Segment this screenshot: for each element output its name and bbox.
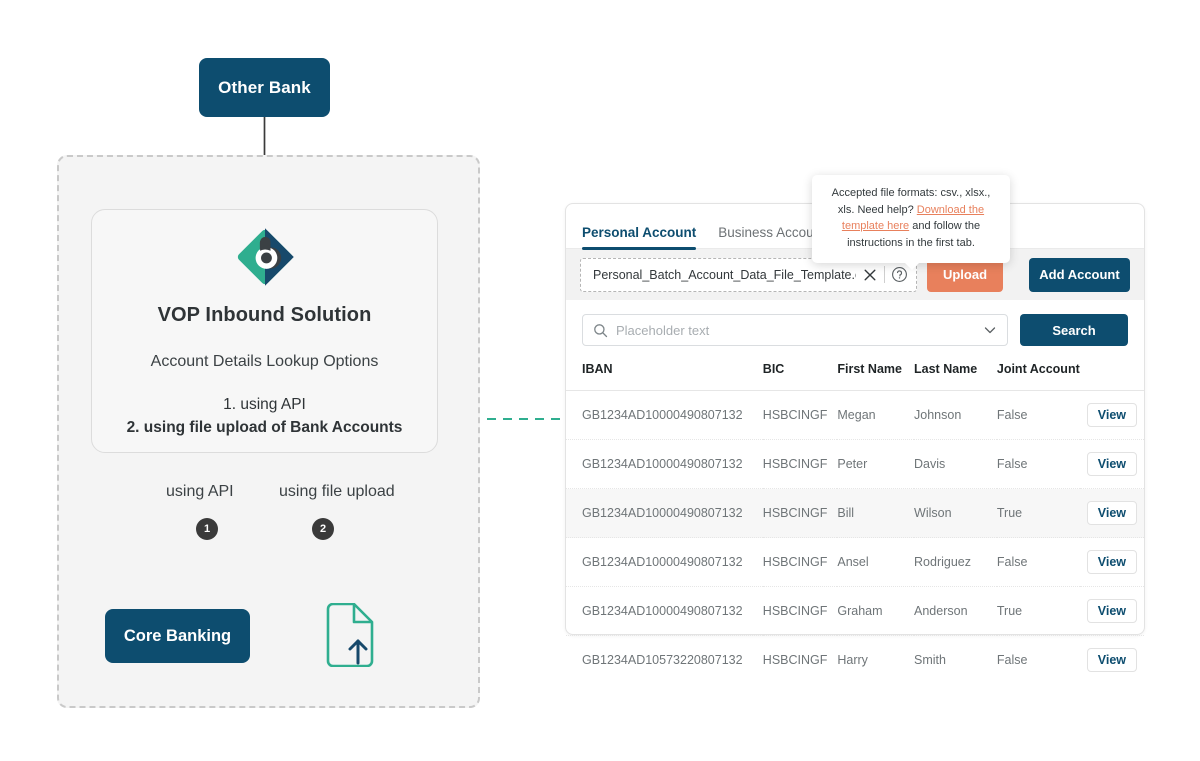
card-title: VOP Inbound Solution xyxy=(157,304,372,326)
vop-inbound-solution-card: VOP Inbound Solution Account Details Loo… xyxy=(91,209,438,453)
cell-last-name: Smith xyxy=(914,653,946,667)
node-core-banking[interactable]: Core Banking xyxy=(105,609,250,663)
node-other-bank-label: Other Bank xyxy=(218,77,311,97)
search-button[interactable]: Search xyxy=(1020,314,1128,346)
tooltip-line-1: Accepted file formats: csv., xlsx., xls. xyxy=(831,187,991,216)
cell-actions: View xyxy=(1079,586,1144,636)
table-row[interactable]: GB1234AD10573220807132 HSBCINGF Harry Smith… xyxy=(566,636,1144,685)
cell-bic: HSBCINGF xyxy=(762,653,828,667)
search-icon xyxy=(593,323,608,338)
cell-first-name: Harry xyxy=(837,653,868,667)
cell-first-name: Peter xyxy=(837,439,915,489)
table-header-row: IBAN BIC First Name Last Name Joint Acco… xyxy=(566,356,1144,391)
cell-last-name: Rodriguez xyxy=(914,537,997,587)
cell-iban: GB1234AD10573220807132 xyxy=(582,653,743,667)
cell-actions: View xyxy=(1079,439,1144,489)
cell-actions: View xyxy=(1079,537,1144,587)
account-type-tabs: Personal Account Business Account xyxy=(566,204,1144,250)
cell-bic: HSBCINGF xyxy=(762,537,838,587)
card-option-2: 2. using file upload of Bank Accounts xyxy=(126,419,403,436)
search-input[interactable]: Placeholder text xyxy=(616,322,710,338)
cell-first-name: Ansel xyxy=(837,537,915,587)
file-format-tooltip: Accepted file formats: csv., xlsx., xls.… xyxy=(812,175,1010,270)
upload-button[interactable]: Upload xyxy=(927,257,1003,292)
cell-joint-account: False xyxy=(996,439,1080,489)
view-button[interactable]: View xyxy=(1086,501,1137,525)
cell-iban: GB1234AD10000490807132 xyxy=(566,488,763,538)
accounts-panel: Personal Account Business Account Person… xyxy=(565,203,1145,672)
col-header-actions xyxy=(1079,356,1144,391)
view-button[interactable]: View xyxy=(1086,648,1137,672)
cell-bic: HSBCINGF xyxy=(762,390,838,440)
cell-last-name: Wilson xyxy=(914,488,997,538)
cell-first-name: Bill xyxy=(837,488,915,538)
cell-joint-account: False xyxy=(996,537,1080,587)
tab-personal-account[interactable]: Personal Account xyxy=(582,225,697,250)
file-upload-icon xyxy=(320,602,382,668)
chip-divider xyxy=(884,266,885,283)
cell-actions: View xyxy=(1079,390,1144,440)
cell-iban: GB1234AD10000490807132 xyxy=(566,586,763,636)
tooltip-line-2-prefix: Need help? xyxy=(857,203,917,216)
view-button[interactable]: View xyxy=(1086,550,1137,574)
cell-first-name: Graham xyxy=(837,586,915,636)
col-header-bic[interactable]: BIC xyxy=(762,356,838,391)
view-button[interactable]: View xyxy=(1086,452,1137,476)
add-account-button[interactable]: Add Account xyxy=(1029,257,1130,292)
cell-joint-account: True xyxy=(996,586,1080,636)
branch-label-using-file-upload: using file upload xyxy=(279,483,395,500)
accounts-table: IBAN BIC First Name Last Name Joint Acco… xyxy=(566,356,1144,684)
cell-bic: HSBCINGF xyxy=(762,439,838,489)
cell-actions: View xyxy=(1080,636,1144,685)
branch-label-using-api: using API xyxy=(166,483,234,500)
view-button[interactable]: View xyxy=(1086,403,1137,427)
cell-bic: HSBCINGF xyxy=(762,586,838,636)
tab-business-account[interactable]: Business Account xyxy=(718,225,825,240)
selected-file-chip[interactable]: Personal_Batch_Account_Data_File_Templat… xyxy=(580,257,917,292)
search-row: Placeholder text Search xyxy=(566,300,1144,356)
search-input-wrapper[interactable]: Placeholder text xyxy=(582,314,1008,346)
cell-last-name: Johnson xyxy=(914,390,997,440)
col-header-iban[interactable]: IBAN xyxy=(566,356,763,391)
cell-joint-account: False xyxy=(996,653,1028,667)
step-badge-2: 2 xyxy=(312,518,334,540)
help-circle-icon[interactable] xyxy=(891,266,908,283)
node-other-bank[interactable]: Other Bank xyxy=(199,58,330,117)
selected-file-name: Personal_Batch_Account_Data_File_Templat… xyxy=(593,267,856,282)
cell-joint-account: True xyxy=(996,488,1080,538)
cell-actions: View xyxy=(1079,488,1144,538)
cell-joint-account: False xyxy=(996,390,1080,440)
cell-iban: GB1234AD10000490807132 xyxy=(566,439,763,489)
view-button[interactable]: View xyxy=(1086,599,1137,623)
card-option-1: 1. using API xyxy=(223,396,306,413)
close-icon[interactable] xyxy=(862,267,878,283)
step-badge-1: 1 xyxy=(196,518,218,540)
cell-bic: HSBCINGF xyxy=(762,488,838,538)
cell-last-name: Anderson xyxy=(914,586,997,636)
cell-iban: GB1234AD10000490807132 xyxy=(566,537,763,587)
download-template-link[interactable]: Download the template here xyxy=(841,203,985,233)
card-subtitle: Account Details Lookup Options xyxy=(150,353,379,370)
card-options: 1. using API 2. using file upload of Ban… xyxy=(127,393,403,439)
cell-last-name: Davis xyxy=(914,439,997,489)
chevron-down-icon[interactable] xyxy=(983,323,997,337)
node-core-banking-label: Core Banking xyxy=(123,626,232,645)
tooltip-line-2-suffix: and follow the instructions in the first… xyxy=(847,220,981,249)
cell-iban: GB1234AD10000490807132 xyxy=(566,390,763,440)
accounts-table-head: IBAN BIC First Name Last Name Joint Acco… xyxy=(566,356,1144,391)
col-header-joint-account[interactable]: Joint Account xyxy=(996,356,1080,391)
col-header-first-name[interactable]: First Name xyxy=(837,356,915,391)
cell-first-name: Megan xyxy=(837,390,915,440)
vop-brand-logo-icon xyxy=(234,226,296,288)
col-header-last-name[interactable]: Last Name xyxy=(914,356,997,391)
